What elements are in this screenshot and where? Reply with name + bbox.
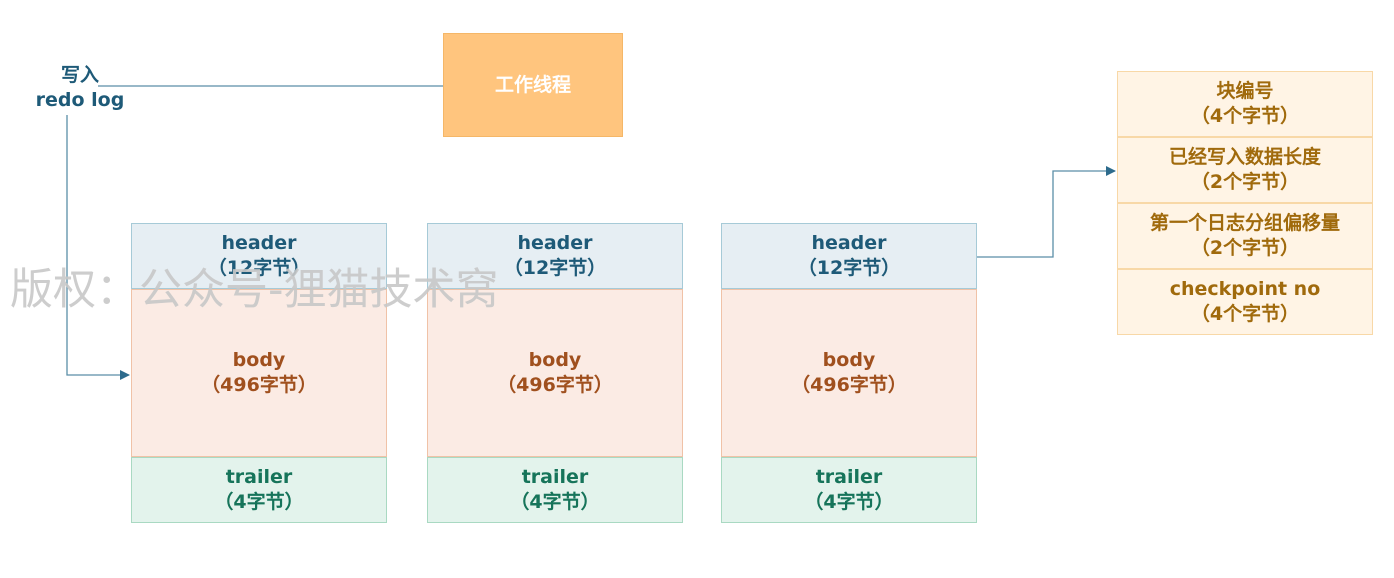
block-1-trailer: trailer （4字节） (131, 457, 387, 523)
block-1-trailer-title: trailer (225, 466, 293, 488)
block-1-header: header （12字节） (131, 223, 387, 289)
block-3-trailer-size: （4字节） (804, 491, 894, 513)
worker-thread-label: 工作线程 (494, 73, 571, 96)
block-2-header-title: header (517, 232, 593, 254)
block-3-trailer: trailer （4字节） (721, 457, 977, 523)
redo-log-to-block-arrow (66, 115, 130, 380)
block-3-body-size: （496字节） (791, 374, 907, 396)
block-1-trailer-size: （4字节） (214, 491, 304, 513)
write-redo-log-label: 写入 redo log (30, 63, 130, 113)
block-3-body-title: body (822, 349, 876, 371)
write-label-line1: 写入 (60, 64, 99, 86)
block-2-trailer-title: trailer (521, 466, 589, 488)
block-1-body: body （496字节） (131, 289, 387, 457)
header-field-2-name: 已经写入数据长度 (1168, 146, 1321, 168)
block-2-header: header （12字节） (427, 223, 683, 289)
header-field-4-size: （4个字节） (1190, 303, 1300, 325)
block-3-header-title: header (811, 232, 887, 254)
block-2-trailer: trailer （4字节） (427, 457, 683, 523)
block-1-header-title: header (221, 232, 297, 254)
header-field-block-number: 块编号 （4个字节） (1117, 71, 1373, 137)
block-2-header-size: （12字节） (503, 257, 607, 279)
block-2-body-size: （496字节） (497, 374, 613, 396)
worker-thread-node: 工作线程 (443, 33, 623, 137)
block-1-body-size: （496字节） (201, 374, 317, 396)
header-field-1-size: （4个字节） (1190, 105, 1300, 127)
header-to-detail-arrow (977, 166, 1116, 258)
block-3-trailer-title: trailer (815, 466, 883, 488)
block-3-body: body （496字节） (721, 289, 977, 457)
block-3-header: header （12字节） (721, 223, 977, 289)
block-1-body-title: body (232, 349, 286, 371)
header-field-data-length: 已经写入数据长度 （2个字节） (1117, 137, 1373, 203)
header-field-3-size: （2个字节） (1190, 237, 1300, 259)
header-field-3-name: 第一个日志分组偏移量 (1149, 212, 1340, 234)
header-field-2-size: （2个字节） (1190, 171, 1300, 193)
block-3-header-size: （12字节） (797, 257, 901, 279)
header-field-first-group-offset: 第一个日志分组偏移量 （2个字节） (1117, 203, 1373, 269)
block-2-body: body （496字节） (427, 289, 683, 457)
header-field-checkpoint-no: checkpoint no （4个字节） (1117, 269, 1373, 335)
header-field-4-name: checkpoint no (1169, 278, 1321, 300)
write-label-line2: redo log (35, 89, 125, 111)
block-2-trailer-size: （4字节） (510, 491, 600, 513)
block-2-body-title: body (528, 349, 582, 371)
block-1-header-size: （12字节） (207, 257, 311, 279)
header-field-1-name: 块编号 (1216, 80, 1274, 102)
